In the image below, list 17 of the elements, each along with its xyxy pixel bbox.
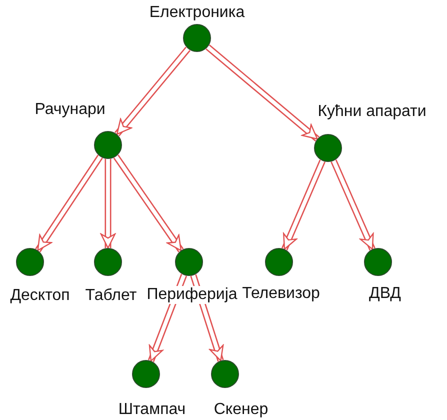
node-label: Рачунари [34,101,106,119]
node-label: ДВД [369,285,401,303]
node-label: Електроника [149,4,245,22]
node-label: Штампач [118,401,186,419]
node-label: Телевизор [242,285,320,303]
hollow-arrow [100,159,116,249]
node-label: Периферија [146,286,238,304]
node-label: Десктоп [10,287,70,305]
hollow-arrow [114,46,190,136]
hollow-arrow [282,160,326,250]
node-label: Скенер [214,401,268,419]
hollow-arrow [35,154,103,252]
node-label: Кућни апарати [318,103,426,121]
hollow-arrow [206,44,320,142]
hollow-arrow [113,154,184,252]
node-label: Таблет [85,287,137,305]
hollow-arrow [330,160,376,250]
